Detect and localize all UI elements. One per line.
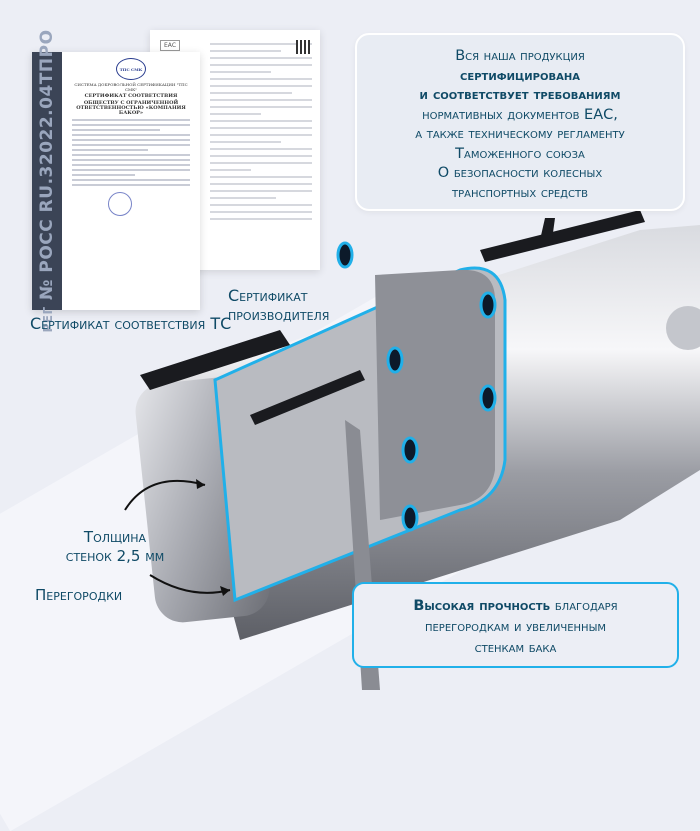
info-line: транспортных средств bbox=[452, 184, 588, 201]
certificate-stamp bbox=[108, 192, 132, 216]
wall-thickness-label: Толщина стенок 2,5 мм bbox=[65, 528, 165, 565]
qr-code bbox=[296, 40, 310, 54]
certificate-text-lines bbox=[68, 119, 194, 186]
tps-smk-logo: ТПС СМК bbox=[116, 58, 146, 80]
info-line-bold: сертифицирована bbox=[460, 67, 580, 84]
arrow-head bbox=[196, 479, 205, 489]
mounting-brackets bbox=[140, 210, 645, 425]
strength-bold: Высокая прочность bbox=[413, 598, 551, 614]
certification-system: СИСТЕМА ДОБРОВОЛЬНОЙ СЕРТИФИКАЦИИ "ТПС С… bbox=[74, 82, 188, 92]
manufacturer-certificate-caption: Сертификат производителя bbox=[228, 286, 330, 324]
filler-neck bbox=[666, 306, 700, 350]
partitions-label: Перегородки bbox=[35, 586, 123, 604]
eac-mark: ЕАС bbox=[160, 40, 181, 51]
certificate-side-band: рег № РОСС RU.32022.04ТПРО bbox=[32, 29, 62, 333]
info-line-bold: и соответствует требованиям bbox=[419, 87, 621, 103]
strength-text: перегородкам и увеличенным bbox=[424, 619, 607, 635]
certification-info-box: Вся наша продукция сертифицирована и соо… bbox=[355, 33, 685, 211]
info-line: нормативных документов ЕАС, bbox=[422, 106, 618, 123]
info-line: а также техническому регламенту bbox=[415, 126, 625, 142]
info-line: Таможенного союза bbox=[455, 145, 585, 162]
fuel-tank-illustration bbox=[124, 210, 700, 690]
tc-certificate: рег № РОСС RU.32022.04ТПРО ТПС СМК СИСТЕ… bbox=[32, 29, 200, 333]
info-line: Вся наша продукция bbox=[455, 48, 585, 64]
strength-text: стенкам бака bbox=[474, 640, 557, 656]
partition-panel bbox=[375, 269, 495, 520]
strength-info-box: Высокая прочность благодаря перегородкам… bbox=[352, 582, 679, 668]
certificate-title: СЕРТИФИКАТ СООТВЕТСТВИЯ bbox=[84, 93, 178, 99]
arrow-wall-thickness bbox=[124, 479, 206, 511]
certificate-holder: ОБЩЕСТВУ С ОГРАНИЧЕННОЙ ОТВЕТСТВЕННОСТЬЮ… bbox=[76, 100, 186, 116]
info-line: О безопасности колесных bbox=[437, 165, 603, 181]
certificate-text-lines bbox=[210, 43, 312, 220]
partition-holes bbox=[336, 241, 497, 532]
tc-certificate-caption: Сертификат соответствия ТС bbox=[30, 314, 232, 333]
arrow-head bbox=[220, 586, 230, 596]
strength-text: благодаря bbox=[554, 598, 618, 614]
